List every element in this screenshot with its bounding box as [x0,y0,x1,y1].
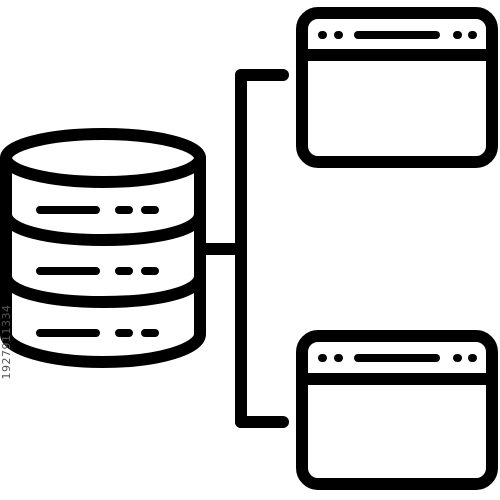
connector-lines [194,69,289,428]
database-icon [0,128,206,368]
database-divider-1 [0,208,206,246]
browser-window-icon [296,7,498,168]
database-slot-dashes [36,206,159,337]
stock-id-text: 1927911334 [0,304,13,380]
database-divider-2 [0,270,206,308]
browser-window-icon [296,330,498,490]
